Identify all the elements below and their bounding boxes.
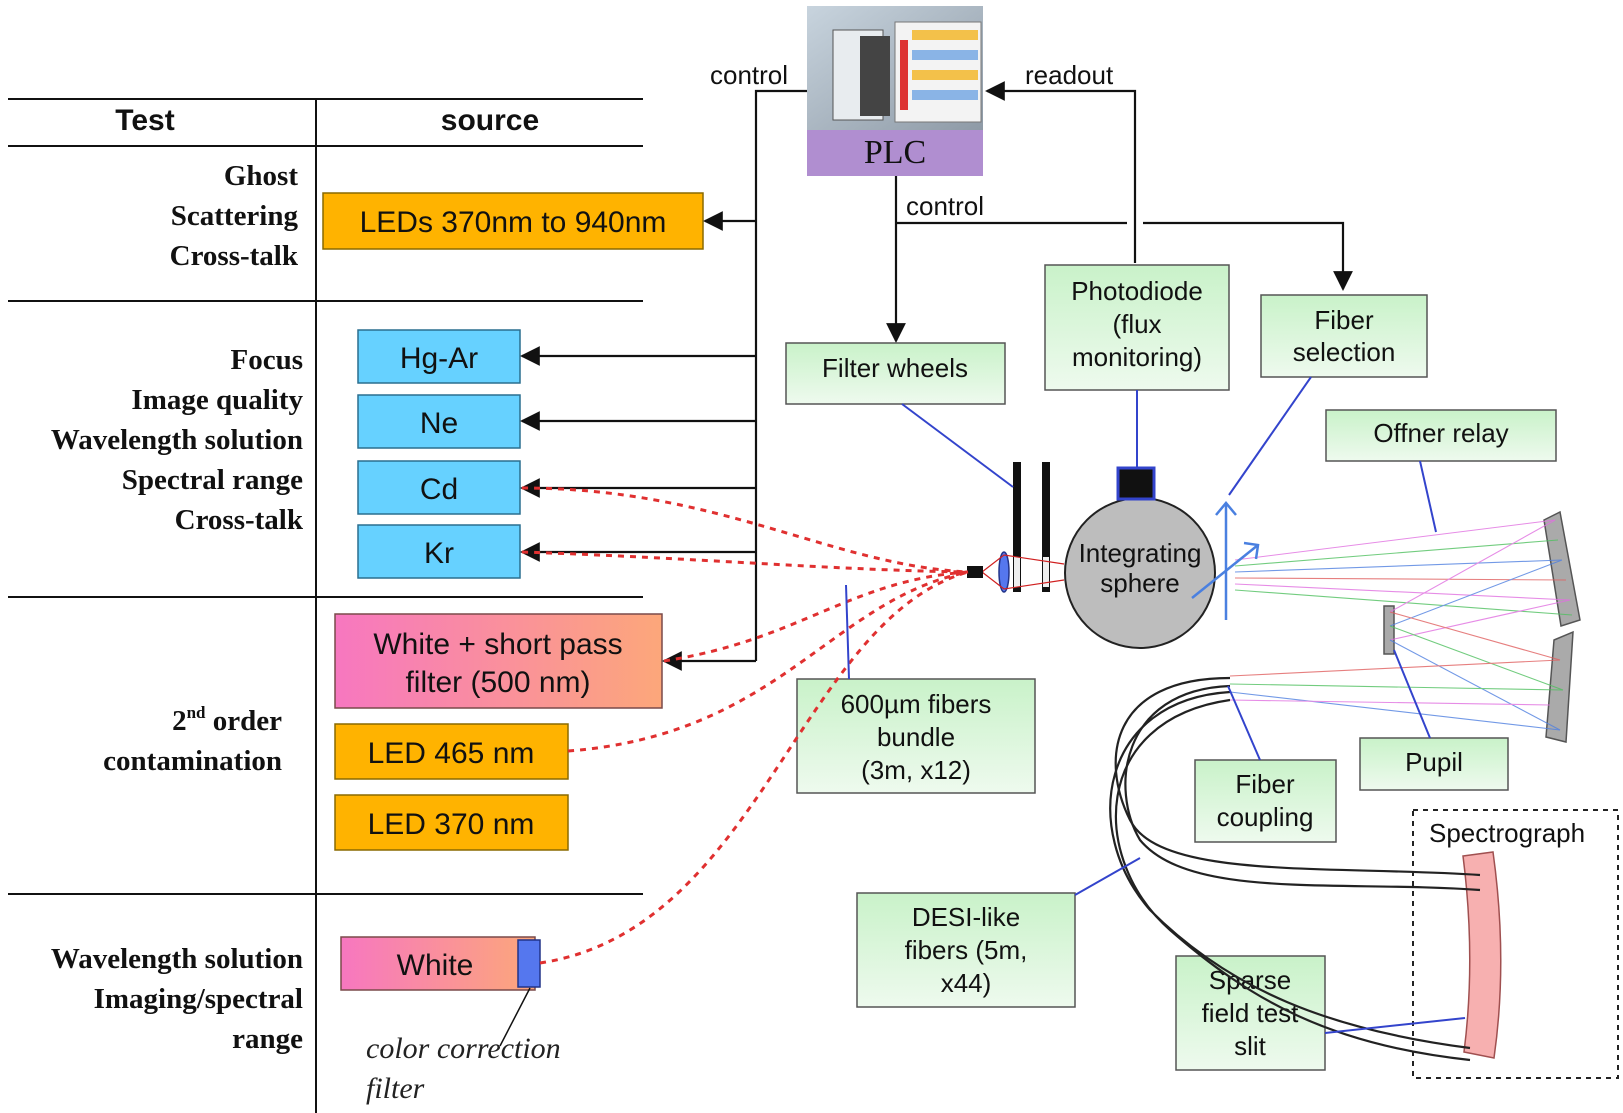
fiber-bundle-paths <box>521 486 969 965</box>
test-label: range <box>232 1023 303 1055</box>
cd-lamp: Cd <box>357 460 521 515</box>
label-pointers <box>845 376 1466 1034</box>
plc-label: PLC <box>864 134 926 171</box>
test-label: Scattering <box>171 200 299 232</box>
svg-text:Offner relay: Offner relay <box>1373 418 1508 448</box>
svg-text:(flux: (flux <box>1112 309 1161 339</box>
test-label: Cross-talk <box>170 240 299 272</box>
svg-text:Cd: Cd <box>420 473 458 506</box>
svg-text:600µm fibers: 600µm fibers <box>841 689 992 719</box>
test-label: Spectral range <box>122 464 303 496</box>
hg-ar-lamp: Hg-Ar <box>357 329 521 384</box>
svg-text:coupling: coupling <box>1217 802 1314 832</box>
svg-text:field test: field test <box>1202 998 1300 1028</box>
plc-unit: PLC <box>807 6 983 176</box>
svg-text:LED 465 nm: LED 465 nm <box>368 737 535 770</box>
integrating-sphere: Integrating sphere <box>1064 466 1216 649</box>
svg-text:DESI-like: DESI-like <box>912 902 1020 932</box>
desi-fibers-box: DESI-like fibers (5m, x44) <box>856 892 1076 1008</box>
control-label: control <box>710 60 788 90</box>
svg-text:Spectrograph: Spectrograph <box>1429 818 1585 848</box>
test-label: Imaging/spectral <box>94 983 303 1015</box>
svg-text:slit: slit <box>1234 1031 1267 1061</box>
led-370-source: LED 370 nm <box>334 794 569 851</box>
svg-text:Pupil: Pupil <box>1405 747 1463 777</box>
test-label: contamination <box>103 745 282 777</box>
svg-text:LED 370 nm: LED 370 nm <box>368 808 535 841</box>
led-465-source: LED 465 nm <box>334 723 569 780</box>
test-label: Focus <box>231 344 304 376</box>
svg-text:Fiber: Fiber <box>1314 305 1374 335</box>
header-source: source <box>441 104 539 137</box>
svg-text:LEDs 370nm to 940nm: LEDs 370nm to 940nm <box>360 206 667 239</box>
svg-text:Hg-Ar: Hg-Ar <box>400 342 478 375</box>
sparse-slit-box: Sparse field test slit <box>1175 955 1326 1071</box>
svg-text:selection: selection <box>1293 337 1396 367</box>
offner-relay <box>1229 510 1581 743</box>
test-label: Wavelength solution <box>51 424 303 456</box>
control-wiring <box>520 81 1353 671</box>
svg-text:White: White <box>397 949 474 982</box>
svg-text:x44): x44) <box>941 968 992 998</box>
fiber-bundle-box: 600µm fibers bundle (3m, x12) <box>796 678 1036 794</box>
test-source-table: Test source Ghost Scattering Cross-talk … <box>8 98 643 1113</box>
pupil-box: Pupil <box>1359 737 1509 791</box>
fiber-selection-box: Fiber selection <box>1260 294 1428 378</box>
svg-text:Filter wheels: Filter wheels <box>822 353 968 383</box>
test-label: Image quality <box>131 384 303 416</box>
svg-text:monitoring): monitoring) <box>1072 342 1202 372</box>
fiber-selection-arrows <box>1191 501 1260 620</box>
test-label: Wavelength solution <box>51 943 303 975</box>
svg-text:Ne: Ne <box>420 407 458 440</box>
white-shortpass-source: White + short pass filter (500 nm) <box>334 613 663 709</box>
fiber-coupling-box: Fiber coupling <box>1194 759 1337 843</box>
color-correction-label: filter <box>366 1072 425 1105</box>
white-source: White <box>340 936 536 991</box>
readout-label: readout <box>1025 60 1114 90</box>
filter-wheels-box: Filter wheels <box>785 342 1006 405</box>
svg-text:(3m, x12): (3m, x12) <box>861 755 971 785</box>
lens <box>967 551 1065 593</box>
svg-text:fibers (5m,: fibers (5m, <box>905 935 1028 965</box>
filter-wheel-plates <box>1013 462 1050 592</box>
svg-text:White + short pass: White + short pass <box>373 628 622 661</box>
desi-fiber-cables <box>1109 676 1481 1062</box>
test-label: Ghost <box>224 160 298 192</box>
svg-text:bundle: bundle <box>877 722 955 752</box>
svg-text:filter (500 nm): filter (500 nm) <box>405 666 590 699</box>
control-label: control <box>906 191 984 221</box>
svg-text:Kr: Kr <box>424 537 454 570</box>
svg-text:sphere: sphere <box>1100 568 1180 598</box>
header-test: Test <box>115 104 174 137</box>
svg-text:Photodiode: Photodiode <box>1071 276 1203 306</box>
kr-lamp: Kr <box>357 524 521 579</box>
ne-lamp: Ne <box>357 394 521 449</box>
color-correction-label: color correction <box>366 1032 561 1065</box>
spectrograph-region: Spectrograph <box>1412 809 1619 1079</box>
color-correction-filter <box>517 939 541 988</box>
svg-text:Fiber: Fiber <box>1235 769 1295 799</box>
offner-relay-box: Offner relay <box>1325 409 1557 462</box>
leds-range-source: LEDs 370nm to 940nm <box>322 192 704 250</box>
svg-text:Integrating: Integrating <box>1079 538 1202 568</box>
photodiode-box: Photodiode (flux monitoring) <box>1044 264 1230 391</box>
test-label: 2nd order <box>172 703 282 737</box>
test-label: Cross-talk <box>175 504 304 536</box>
